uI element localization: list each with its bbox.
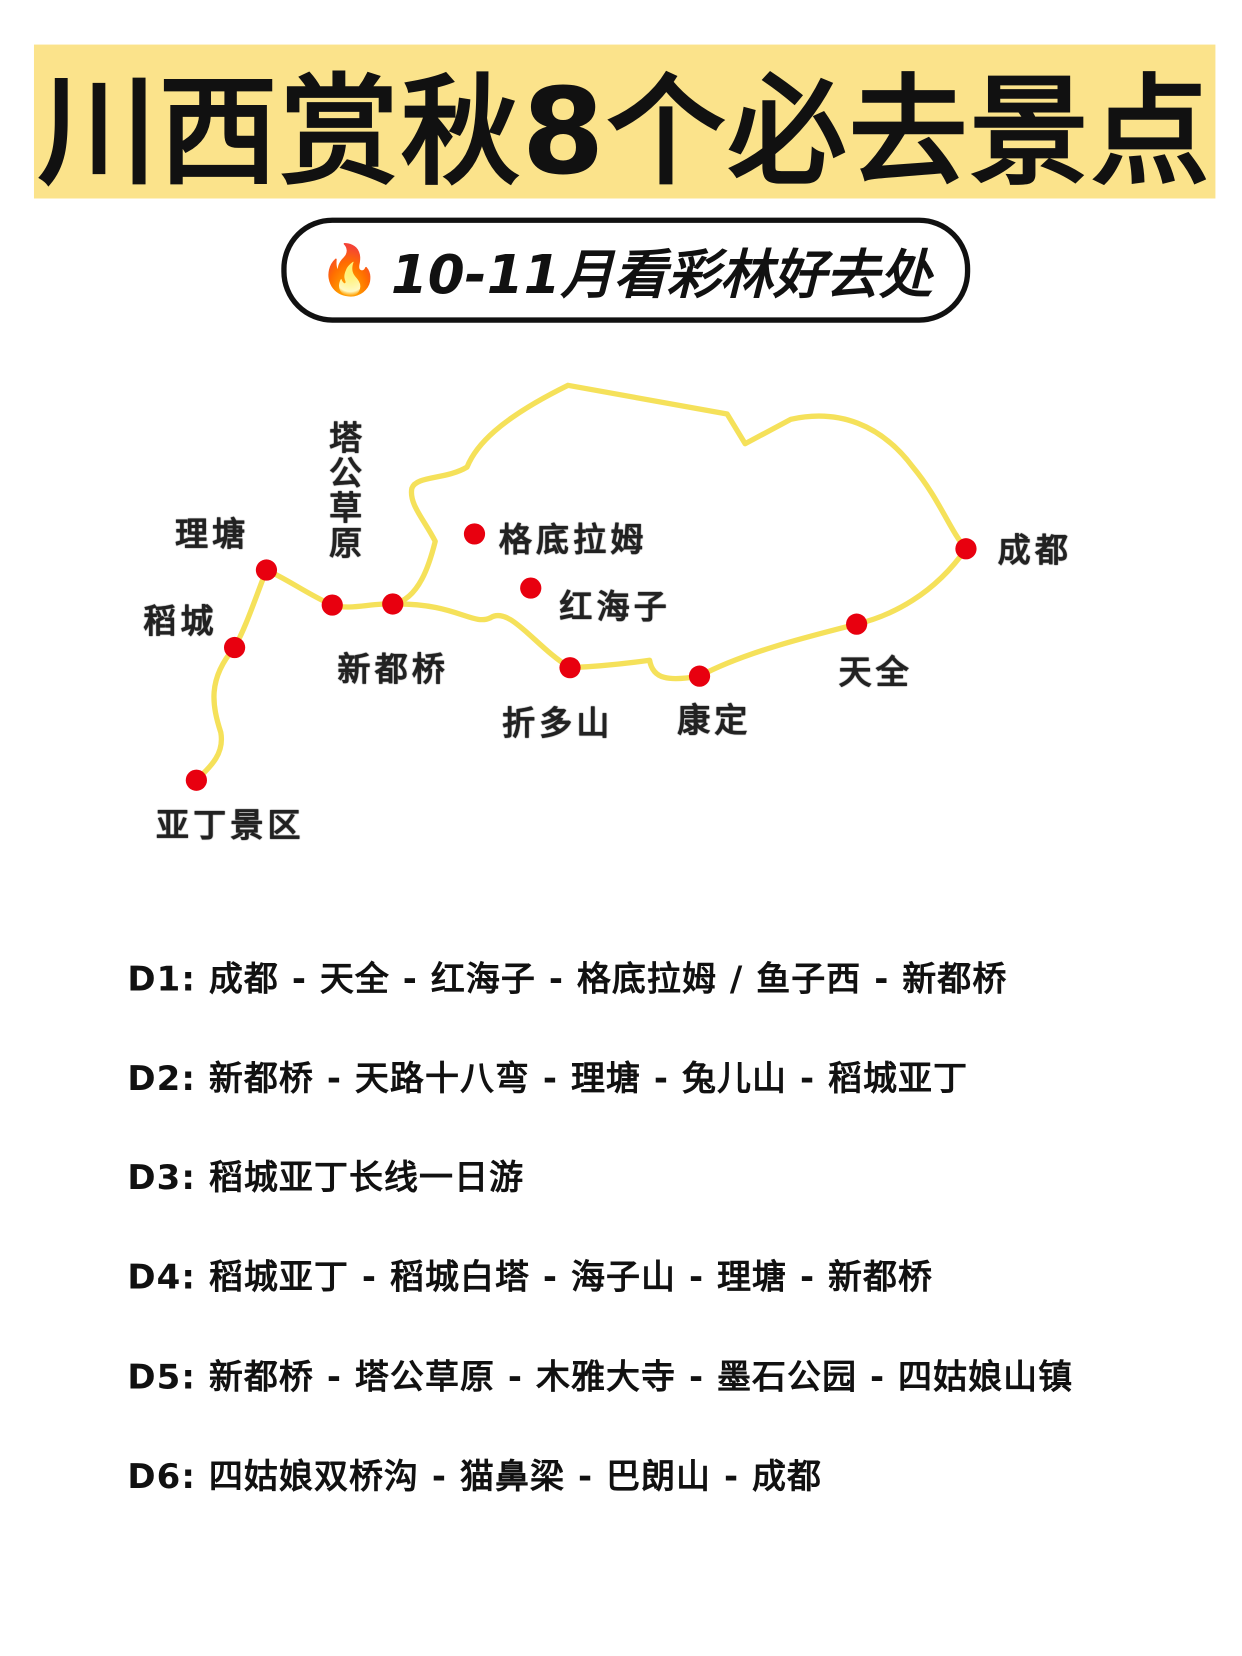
dot-daocheng [223,636,246,659]
dot-gedilamu [463,523,486,545]
page-title: 川西赏秋8个必去景点 [37,63,1212,202]
itinerary-day-2: D2: 新都桥 - 天路十八弯 - 理塘 - 兔儿山 - 稻城亚丁 [127,1058,969,1099]
itinerary-day-6: D6: 四姑娘双桥沟 - 猫鼻梁 - 巴朗山 - 成都 [127,1456,823,1497]
dot-litang [255,559,278,581]
label-chengdu: 成都 [997,531,1073,571]
fire-icon: 🔥 [319,240,381,299]
label-daocheng: 稻城 [143,602,218,642]
label-litang: 理塘 [175,515,250,555]
label-honghaizi: 红海子 [559,588,671,627]
dot-xinduqiao [382,593,404,615]
dot-yading [185,769,207,791]
dot-zheduoshan [559,657,581,679]
label-xinduqiao: 新都桥 [337,650,450,689]
dot-tagong [321,594,343,616]
itinerary-day-1: D1: 成都 - 天全 - 红海子 - 格底拉姆 / 鱼子西 - 新都桥 [127,958,1008,999]
label-yading: 亚丁景区 [156,806,305,845]
title-banner: 川西赏秋8个必去景点 [33,44,1216,201]
label-zheduoshan: 折多山 [502,704,614,744]
subtitle-pill: 🔥 10-11月看彩林好去处 [281,217,971,323]
itinerary-day-3: D3: 稻城亚丁长线一日游 [127,1157,525,1198]
itinerary-day-4: D4: 稻城亚丁 - 稻城白塔 - 海子山 - 理塘 - 新都桥 [127,1256,934,1298]
dot-kangding [688,665,711,687]
dot-tianquan [846,613,868,635]
itinerary-day-5: D5: 新都桥 - 塔公草原 - 木雅大寺 - 墨石公园 - 四姑娘山镇 [127,1356,1074,1397]
dot-chengdu [955,538,977,560]
dot-honghaizi [520,577,542,599]
subtitle-text: 10-11月看彩林好去处 [390,243,933,306]
label-tianquan: 天全 [838,653,913,693]
label-tagong: 塔公草原 [322,420,361,561]
label-gedilamu: 格底拉姆 [498,521,648,560]
label-kangding: 康定 [677,701,752,740]
